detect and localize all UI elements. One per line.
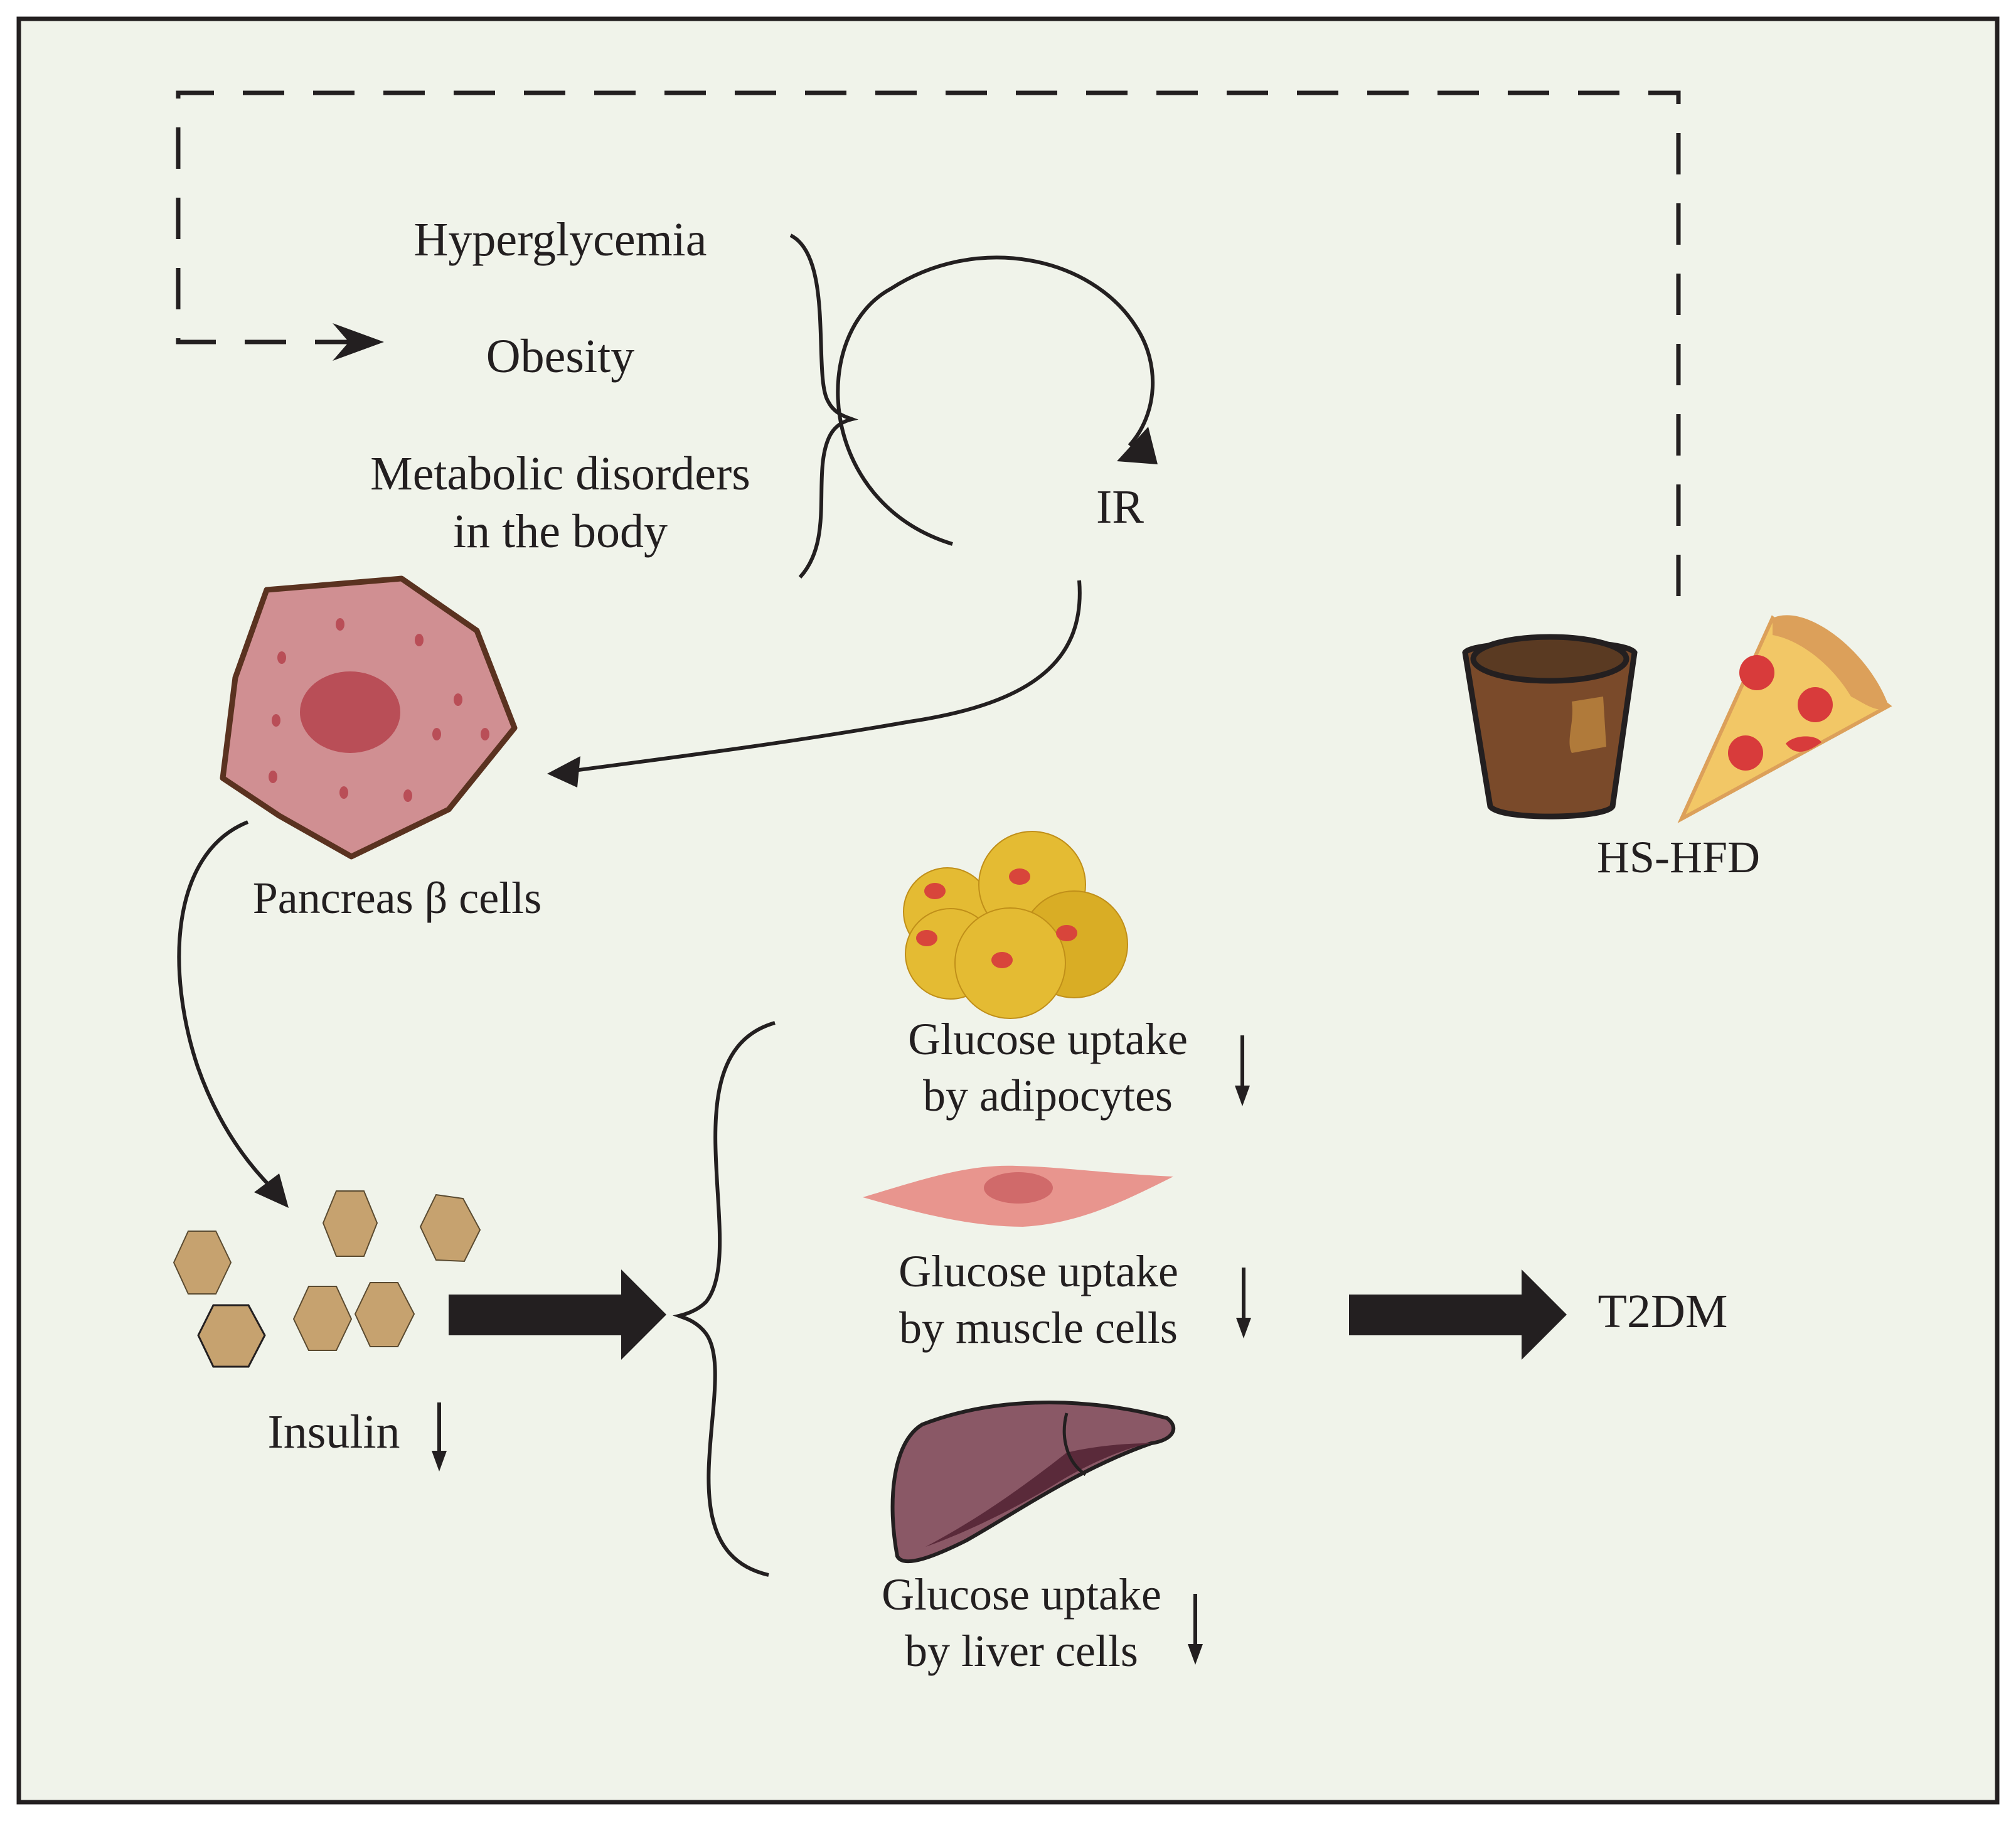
adipocytes-decrease-arrow [1235,1035,1250,1106]
liver-decrease-arrow [1188,1594,1203,1665]
cycle-arrow [836,255,1155,546]
t2dm-label: T2DM [1598,1285,1728,1338]
metabolic-disorders-label: Metabolic disorders [370,447,750,500]
hyperglycemia-label: Hyperglycemia [413,213,707,266]
muscle-cell-nucleus [984,1172,1053,1204]
liver-label: Glucose uptake [882,1569,1161,1620]
liver-label-line2: by liver cells [905,1626,1138,1676]
tissues-brace [672,1021,776,1577]
ir-to-pancreas-arrow [564,580,1082,774]
ir-label: IR [1096,481,1144,533]
liver-shading [925,1443,1151,1547]
hs-hfd-label: HS-HFD [1597,832,1760,882]
conditions-brace [789,233,859,579]
muscle-label-line2: by muscle cells [899,1303,1178,1353]
liver-lobe-line [1062,1412,1087,1477]
obesity-label: Obesity [486,330,634,383]
pancreas-label: Pancreas β cells [253,873,541,923]
pancreas-to-insulin-arrowhead [254,1173,289,1208]
drink-cup-icon [1462,634,1638,820]
insulin-molecules [173,1190,481,1368]
pancreas-cell-nucleus [300,671,400,753]
muscle-label: Glucose uptake [899,1246,1178,1296]
pancreas-cell-granules [269,618,489,802]
ir-to-pancreas-arrowhead [547,756,580,788]
adipocytes-label: Glucose uptake [908,1014,1188,1064]
cycle-arrowhead [1117,427,1158,464]
dashed-feedback-line [176,90,1681,596]
insulin-decrease-arrow [432,1402,447,1471]
muscle-decrease-arrow [1236,1268,1251,1338]
dashed-arrowhead [333,323,384,361]
pancreas-to-insulin-arrow [177,820,275,1191]
metabolic-disorders-label-line2: in the body [453,505,668,558]
adipocyte-nuclei [916,868,1077,968]
insulin-to-tissues-arrow [449,1269,666,1360]
tissues-to-t2dm-arrow [1349,1269,1567,1360]
pizza-slice-icon [1677,615,1892,823]
adipocytes-label-line2: by adipocytes [923,1071,1173,1121]
insulin-label: Insulin [267,1406,400,1458]
